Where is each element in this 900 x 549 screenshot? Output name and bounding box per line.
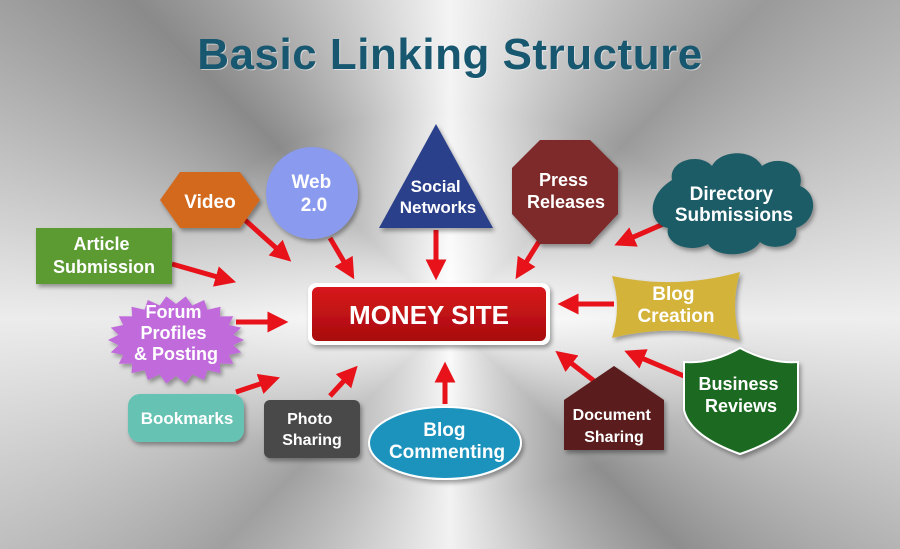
- bookmarks-label: Bookmarks: [141, 409, 234, 428]
- video-hexagon: [160, 172, 260, 228]
- photo-label-line2: Sharing: [282, 432, 342, 449]
- web20-circle: [266, 147, 358, 239]
- svg-text:Business Reviews: Business Reviews: [698, 374, 783, 416]
- photo-sharing-node: Photo Sharing: [264, 400, 360, 458]
- business-reviews-node: Business Reviews: [683, 346, 799, 456]
- svg-text:Blog Creation: Blog Creation: [637, 284, 714, 327]
- blog-commenting-node: Blog Commenting: [368, 406, 522, 480]
- commenting-ellipse: [368, 406, 522, 480]
- document-label-line1: Document: [573, 407, 652, 424]
- arrow-business: [624, 349, 685, 379]
- web20-label-line2: 2.0: [301, 195, 327, 216]
- business-label-line2: Reviews: [705, 396, 777, 416]
- video-node: Video: [160, 172, 260, 228]
- arrow-web20: [327, 236, 355, 280]
- directory-submissions-node: Directory Submissions: [652, 153, 814, 255]
- arrow-press: [515, 238, 543, 280]
- bookmarks-rect: [128, 394, 244, 442]
- forum-profiles-node: Forum Profiles & Posting: [108, 296, 244, 384]
- business-label-line1: Business: [698, 374, 778, 394]
- press-releases-node: Press Releases: [512, 140, 618, 244]
- svg-text:Blog Commenting: Blog Commenting: [389, 420, 505, 463]
- arrow-photo: [328, 365, 358, 398]
- document-house: [564, 366, 664, 450]
- social-label-line2: Networks: [400, 198, 477, 217]
- forum-label-line2: Profiles: [140, 323, 206, 343]
- money-site-label: MONEY SITE: [349, 300, 509, 330]
- forum-burst: [108, 296, 244, 384]
- press-label-line2: Releases: [527, 192, 605, 212]
- press-label-line1: Press: [539, 170, 588, 190]
- svg-text:Web 2.0: Web 2.0: [291, 172, 336, 216]
- blog-creation-node: Blog Creation: [612, 272, 740, 340]
- article-submission-node: Article Submission: [36, 228, 172, 284]
- web20-label-line1: Web: [291, 172, 331, 193]
- forum-label-line3: & Posting: [134, 344, 218, 364]
- arrow-video: [243, 218, 292, 262]
- social-triangle: [379, 124, 493, 228]
- blog-creation-label-line2: Creation: [637, 306, 714, 327]
- social-networks-node: Social Networks: [379, 124, 493, 228]
- svg-text:Bookmarks: Bookmarks: [141, 409, 234, 428]
- arrow-directory: [614, 219, 669, 247]
- directory-cloud: [652, 153, 814, 255]
- bookmarks-node: Bookmarks: [128, 394, 244, 442]
- forum-label-line1: Forum: [145, 302, 201, 322]
- web20-node: Web 2.0: [266, 147, 358, 239]
- svg-text:Video: Video: [184, 192, 235, 213]
- article-label-line1: Article: [73, 234, 129, 254]
- business-shield: [683, 346, 799, 456]
- article-label-line2: Submission: [53, 257, 155, 277]
- press-octagon: [512, 140, 618, 244]
- directory-label-line1: Directory: [690, 184, 774, 205]
- money-site-node: MONEY SITE: [308, 283, 550, 345]
- blog-creation-label-line1: Blog: [652, 284, 694, 305]
- photo-label-line1: Photo: [287, 411, 333, 428]
- svg-text:Social Networks: Social Networks: [400, 177, 477, 217]
- svg-text:Article Submission: Article Submission: [53, 234, 155, 277]
- social-label-line1: Social: [411, 177, 461, 196]
- photo-rect: [264, 400, 360, 458]
- svg-text:Press Releases: Press Releases: [527, 170, 605, 212]
- arrows-group: [171, 218, 685, 404]
- document-label-line2: Sharing: [584, 429, 644, 446]
- video-label: Video: [184, 192, 235, 213]
- page-title: Basic Linking Structure: [197, 30, 703, 79]
- svg-text:Photo Sharing: Photo Sharing: [282, 411, 342, 449]
- svg-text:Forum Profiles: Forum Profiles & Posting: [134, 302, 218, 364]
- arrow-article: [171, 261, 237, 287]
- commenting-label-line2: Commenting: [389, 442, 505, 463]
- commenting-label-line1: Blog: [423, 420, 465, 441]
- arrow-bookmarks: [235, 374, 280, 395]
- svg-text:Directory Submissions: Directory Submissions: [675, 184, 793, 226]
- directory-label-line2: Submissions: [675, 205, 793, 226]
- svg-text:Document Sharing: Document Sharing: [573, 407, 656, 446]
- document-sharing-node: Document Sharing: [564, 366, 664, 450]
- blog-creation-banner: [612, 272, 740, 340]
- article-rect: [36, 228, 172, 284]
- arrow-document: [555, 350, 600, 386]
